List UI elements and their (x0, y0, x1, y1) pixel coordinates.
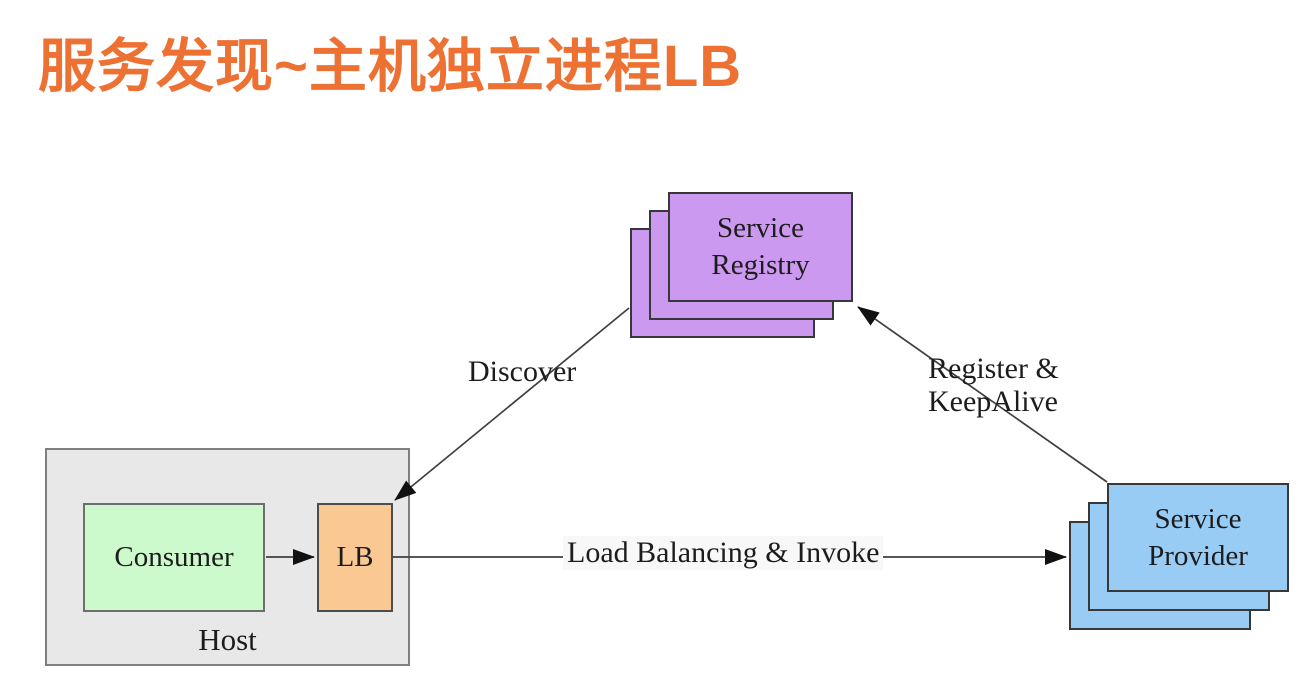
load-balancing-invoke-edge-label: Load Balancing & Invoke (563, 536, 884, 570)
lb-label: LB (336, 541, 374, 573)
service-registry-box: Service Registry (668, 192, 853, 302)
consumer-box: Consumer (83, 503, 265, 612)
service-registry-label: Service Registry (711, 212, 810, 281)
consumer-label: Consumer (114, 541, 234, 573)
register-keepalive-edge-label: Register & KeepAlive (928, 352, 1059, 418)
page-title: 服务发现~主机独立进程LB (38, 34, 743, 99)
discover-edge-label: Discover (468, 355, 577, 388)
discover-arrow (394, 307, 630, 501)
host-label: Host (198, 622, 257, 657)
service-provider-box: Service Provider (1107, 483, 1289, 592)
service-provider-label: Service Provider (1148, 502, 1248, 572)
lb-box: LB (317, 503, 393, 612)
